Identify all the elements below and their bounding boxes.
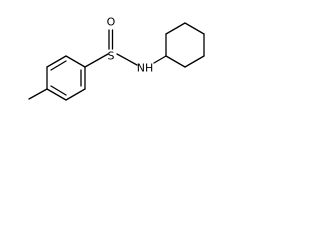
ring-bond (65, 55, 86, 68)
oxygen-label: O (107, 16, 116, 29)
ring-bond (165, 22, 186, 35)
ring-double-bond (50, 60, 67, 71)
nitrogen-cyclohexyl-bond (153, 55, 167, 64)
cyclohexane-ring (165, 22, 205, 68)
nitrogen-label: NH (137, 62, 154, 75)
sulfur-nitrogen-bond (116, 53, 138, 66)
aryl-sulfur-bond (84, 53, 109, 68)
chemical-structure-diagram: O S NH (28, 16, 205, 101)
ring-bond (46, 55, 67, 68)
ring-bond (165, 55, 186, 68)
benzene-ring (46, 55, 86, 101)
ring-bond (184, 22, 205, 35)
ring-double-bond (50, 85, 67, 96)
ring-bond (184, 55, 205, 68)
sulfur-label: S (108, 50, 115, 63)
methyl-bond (28, 88, 48, 100)
ring-bond (46, 88, 67, 101)
ring-bond (65, 88, 86, 101)
